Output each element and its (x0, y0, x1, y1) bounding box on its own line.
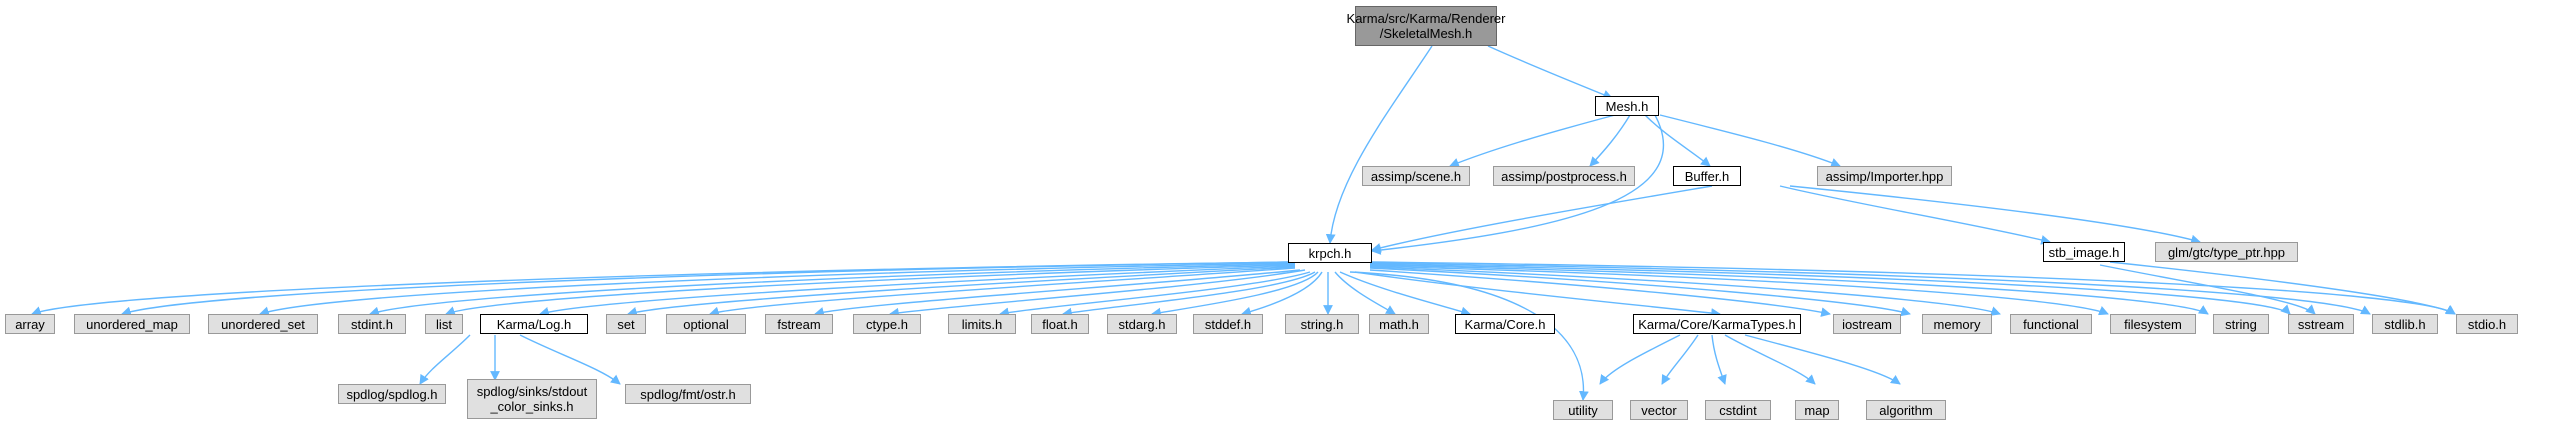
edge-krpch-karma-log (539, 265, 1296, 317)
edge-log-fmt (519, 334, 621, 385)
node-limits: limits.h (948, 314, 1016, 334)
edge-krpch-unordered-map (121, 261, 1296, 317)
edge-stb-stdlib (2099, 264, 2316, 315)
node-skeletalmesh: Karma/src/Karma/Renderer /SkeletalMesh.h (1347, 6, 1505, 46)
edge-types-map (1724, 334, 1816, 385)
edge-krpch-functional (1369, 266, 2001, 316)
node-unordered-map: unordered_map (74, 314, 190, 334)
node-karma-log[interactable]: Karma/Log.h (480, 314, 588, 334)
node-krpch[interactable]: krpch.h (1288, 243, 1372, 263)
node-list: list (425, 314, 463, 334)
edge-krpch-karma-core (1339, 271, 1471, 317)
edge-krpch-stdio (1369, 261, 2456, 315)
edge-stb-stdio (2109, 261, 2456, 315)
node-float: float.h (1031, 314, 1089, 334)
node-spdlog: spdlog/spdlog.h (338, 384, 446, 404)
edge-mesh-assimp-scene (1449, 114, 1616, 168)
node-string: string (2213, 314, 2269, 334)
edge-krpch-filesystem (1369, 265, 2109, 316)
node-stdint: stdint.h (338, 314, 406, 334)
node-spdlog-fmt: spdlog/fmt/ostr.h (625, 384, 751, 404)
edge-krpch-stdlib (1369, 262, 2371, 315)
edge-krpch-sstream (1369, 263, 2291, 315)
edge-krpch-iostream (1369, 269, 1831, 317)
node-buffer[interactable]: Buffer.h (1673, 166, 1741, 186)
node-functional: functional (2010, 314, 2092, 334)
node-stddef: stddef.h (1193, 314, 1263, 334)
edge-krpch-stddef (1241, 271, 1323, 317)
node-utility: utility (1553, 400, 1613, 420)
edge-krpch-unordered-set (259, 262, 1296, 317)
node-assimp-scene: assimp/scene.h (1362, 166, 1470, 186)
edge-root-mesh (1487, 45, 1613, 100)
dependency-edges (31, 45, 2456, 401)
edge-krpch-float (1062, 271, 1316, 318)
edge-krpch-fstream (814, 269, 1301, 317)
node-stb-image[interactable]: stb_image.h (2043, 242, 2125, 262)
edge-mesh-buffer (1644, 114, 1711, 167)
node-mesh[interactable]: Mesh.h (1595, 96, 1659, 116)
edge-root-krpch (1325, 45, 1433, 244)
edge-mesh-krpch (1371, 114, 1665, 255)
edge-krpch-set (627, 266, 1296, 317)
node-cstdint: cstdint (1705, 400, 1771, 420)
edge-buffer-glm (1789, 185, 2201, 245)
node-array: array (5, 314, 55, 334)
edge-krpch-list (445, 264, 1296, 316)
edge-mesh-assimp-importer (1659, 114, 1841, 168)
node-sstream: sstream (2288, 314, 2354, 334)
node-spdlog-sinks: spdlog/sinks/stdout _color_sinks.h (467, 379, 597, 419)
node-memory: memory (1922, 314, 1992, 334)
edge-krpch-optional (709, 267, 1296, 317)
node-map: map (1795, 400, 1839, 420)
edge-krpch-ctype (889, 269, 1306, 318)
node-ctype: ctype.h (853, 314, 921, 334)
edge-krpch-stdint (369, 263, 1296, 317)
node-stdio: stdio.h (2456, 314, 2518, 334)
edge-krpch-stdarg (1151, 271, 1319, 318)
edge-krpch-karma-types (1354, 271, 1721, 318)
node-filesystem: filesystem (2110, 314, 2196, 334)
edge-buffer-stb (1779, 185, 2051, 245)
node-iostream: iostream (1833, 314, 1901, 334)
node-assimp-postprocess: assimp/postprocess.h (1493, 166, 1635, 186)
node-karma-core[interactable]: Karma/Core.h (1455, 314, 1555, 334)
node-vector: vector (1630, 400, 1688, 420)
edge-krpch-memory (1369, 267, 1911, 317)
node-assimp-importer: assimp/Importer.hpp (1817, 166, 1952, 186)
edge-types-cstdint (1711, 334, 1727, 385)
edge-log-spdlog (419, 334, 471, 385)
node-glm-type-ptr: glm/gtc/type_ptr.hpp (2155, 242, 2298, 262)
node-math: math.h (1369, 314, 1429, 334)
edge-krpch-math (1334, 271, 1396, 315)
node-karma-types[interactable]: Karma/Core/KarmaTypes.h (1633, 314, 1801, 334)
node-stdlib: stdlib.h (2372, 314, 2438, 334)
edge-buffer-krpch (1371, 185, 1713, 253)
edge-krpch-array (31, 261, 1296, 316)
edge-krpch-string (1369, 264, 2209, 315)
node-optional: optional (666, 314, 746, 334)
node-set: set (606, 314, 646, 334)
edge-krpch-limits (999, 271, 1311, 318)
edge-types-vector (1661, 334, 1699, 385)
edge-mesh-assimp-postprocess (1589, 114, 1631, 167)
edge-types-utility (1599, 334, 1681, 385)
node-string-h: string.h (1285, 314, 1359, 334)
node-algorithm: algorithm (1866, 400, 1946, 420)
node-fstream: fstream (765, 314, 833, 334)
edge-types-algorithm (1744, 334, 1901, 385)
edge-krpch-utility (1349, 271, 1589, 401)
node-stdarg: stdarg.h (1107, 314, 1177, 334)
node-unordered-set: unordered_set (208, 314, 318, 334)
